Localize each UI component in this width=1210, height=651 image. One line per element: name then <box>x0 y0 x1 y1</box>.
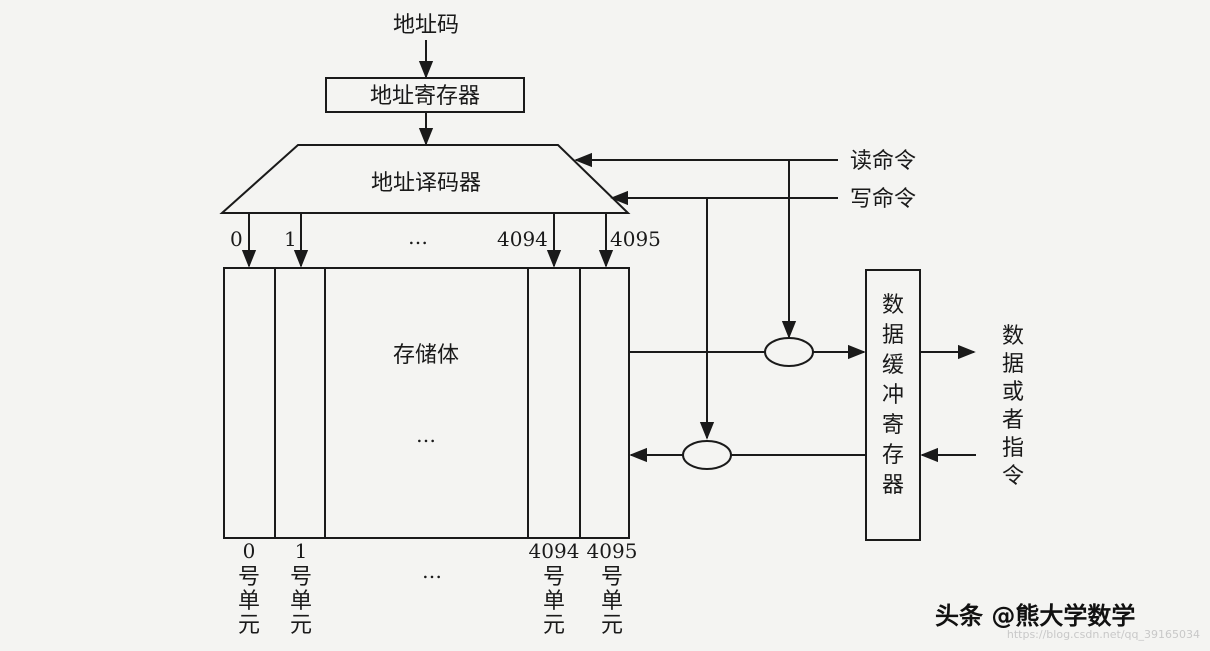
watermark-url: https://blog.csdn.net/qq_39165034 <box>1007 628 1200 641</box>
data-buffer-register-label: 数据缓冲寄存器 <box>882 293 904 498</box>
unit-number-0: 0 <box>243 539 256 563</box>
unit-number-4094: 4094 <box>529 539 580 563</box>
address-register-label: 地址寄存器 <box>370 84 480 109</box>
decoder-out-label-4094: 4094 <box>497 227 548 251</box>
write-gate <box>682 440 732 470</box>
read-gate <box>764 337 814 367</box>
unit-number-4095: 4095 <box>587 539 638 563</box>
decoder-out-label-4095: 4095 <box>610 227 661 251</box>
unit-number-1: 1 <box>295 539 308 563</box>
data-or-instruction-label: 数据或者指令 <box>1002 324 1024 489</box>
unit-suffix-1: 号单元 <box>290 565 312 638</box>
unit-suffix-4095: 号单元 <box>601 565 623 638</box>
address-code-label: 地址码 <box>393 13 459 38</box>
address-decoder-shape <box>219 144 631 214</box>
unit-suffix-0: 号单元 <box>238 565 260 638</box>
watermark: 头条 @熊大学数学 <box>935 602 1135 630</box>
address-decoder-label: 地址译码器 <box>371 171 481 196</box>
decoder-out-label-0: 0 <box>230 227 243 251</box>
unit-suffix-4094: 号单元 <box>543 565 565 638</box>
data-buffer-register-box <box>865 269 921 541</box>
storage-ellipsis: … <box>416 423 436 447</box>
decoder-out-ellipsis: … <box>408 225 428 249</box>
unit-ellipsis: … <box>422 559 442 583</box>
read-command-label: 读命令 <box>850 149 916 174</box>
write-command-label: 写命令 <box>850 187 916 212</box>
decoder-out-label-1: 1 <box>284 227 297 251</box>
storage-body-box <box>223 267 630 539</box>
storage-body-label: 存储体 <box>393 343 459 368</box>
